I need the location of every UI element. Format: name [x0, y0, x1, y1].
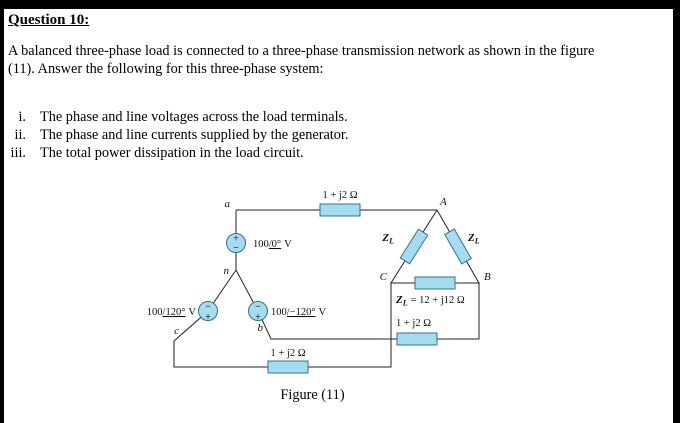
wire-line-b [235, 269, 480, 340]
item-numeral: ii. [14, 127, 26, 143]
load-value-label: ZL= 12 + j12 Ω [395, 294, 465, 308]
figure-caption: Figure (11) [280, 387, 345, 403]
item-text: The total power dissipation in the load … [40, 145, 304, 161]
plus-mark-vcn: + [205, 312, 211, 321]
item-numeral: iii. [10, 145, 27, 161]
document-page: Question 10: A balanced three-phase load… [4, 9, 673, 423]
node-label-c: c [174, 325, 179, 337]
impedance-box-line-a [319, 203, 361, 217]
line-impedance-label-b: 1 + j2 Ω [396, 318, 431, 329]
node-label-n: n [224, 265, 230, 277]
minus-mark-vbn: − [255, 302, 261, 311]
node-label-A: A [439, 196, 447, 208]
voltage-source-vcn [198, 301, 218, 321]
question-item-iii: iii. The total power dissipation in the … [8, 144, 348, 162]
minus-mark-vcn: − [205, 302, 211, 311]
voltage-source-vbn [248, 301, 268, 321]
load-box-CB [414, 276, 456, 290]
load-label-left: ZL [381, 232, 394, 246]
node-label-a: a [225, 198, 231, 210]
line-impedance-label-c: 1 + j2 Ω [270, 348, 305, 359]
source-label-vcn: 100/120°V [147, 307, 197, 318]
line-impedance-label-a: 1 + j2 Ω [322, 190, 357, 201]
item-numeral: i. [18, 109, 26, 125]
intro-paragraph: A balanced three-phase load is connected… [8, 42, 673, 78]
impedance-box-line-b [396, 332, 438, 346]
intro-line-1: A balanced three-phase load is connected… [8, 43, 595, 59]
plus-mark-vbn: + [255, 312, 261, 321]
item-text: The phase and line voltages across the l… [40, 109, 348, 125]
delta-load-outline [390, 209, 480, 284]
intro-line-2: (11). Answer the following for this thre… [8, 61, 324, 77]
source-label-van: 100/0°V [253, 239, 292, 250]
node-label-b: b [258, 322, 264, 334]
question-item-i: i. The phase and line voltages across th… [8, 108, 348, 126]
load-label-right: ZL [467, 232, 480, 246]
plus-mark-van: + [233, 234, 239, 243]
load-box-AB [444, 228, 472, 265]
circuit-figure: + − − + − + a n c b A C B 100/0°V 100/12… [147, 190, 491, 374]
source-label-vbn: 100/−120°V [271, 307, 327, 318]
impedance-box-line-c [267, 360, 309, 374]
node-label-C: C [380, 271, 388, 283]
voltage-source-van [226, 233, 246, 253]
load-box-AC [399, 228, 429, 265]
question-item-ii: ii. The phase and line currents supplied… [8, 126, 348, 144]
node-label-B: B [484, 271, 491, 283]
question-list: i. The phase and line voltages across th… [8, 108, 349, 162]
minus-mark-van: − [233, 243, 239, 252]
item-text: The phase and line currents supplied by … [40, 127, 349, 143]
question-title: Question 10: [8, 12, 90, 28]
